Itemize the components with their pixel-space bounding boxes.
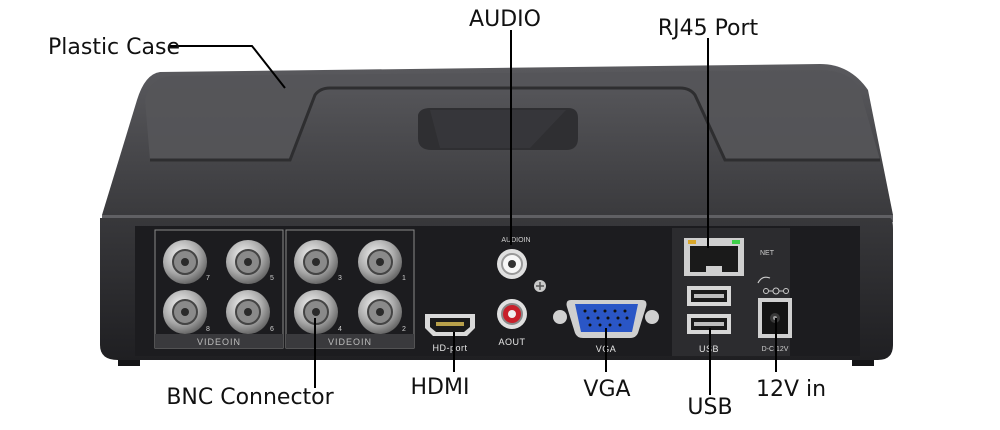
audioin-label: AUDIOIN bbox=[501, 237, 530, 244]
usb-port-top[interactable] bbox=[687, 286, 731, 306]
bnc-connector[interactable] bbox=[226, 240, 270, 284]
net-label: NET bbox=[760, 250, 775, 257]
plastic-case bbox=[102, 64, 893, 222]
usb-port-bottom[interactable] bbox=[687, 314, 731, 334]
audio-out-jack[interactable] bbox=[497, 299, 527, 329]
bnc-number: 3 bbox=[338, 275, 342, 282]
bnc-connector[interactable] bbox=[294, 240, 338, 284]
videoin-left-label: VIDEOIN bbox=[197, 337, 241, 347]
bnc-connector[interactable] bbox=[163, 240, 207, 284]
callout-vga: VGA bbox=[583, 377, 630, 402]
bnc-connector[interactable] bbox=[358, 290, 402, 334]
callout-plastic-case: Plastic Case bbox=[48, 35, 180, 60]
bnc-connector[interactable] bbox=[163, 290, 207, 334]
bnc-block: VIDEOIN VIDEOIN 7 5 3 1 8 6 4 2 bbox=[154, 229, 415, 349]
callout-usb: USB bbox=[687, 395, 732, 420]
bnc-connector[interactable] bbox=[294, 290, 338, 334]
hd-port-label: HD-port bbox=[432, 343, 467, 353]
bnc-number: 6 bbox=[270, 326, 274, 333]
bnc-number: 5 bbox=[270, 275, 274, 282]
bnc-number: 4 bbox=[338, 326, 342, 333]
rj45-port[interactable] bbox=[684, 238, 744, 276]
polarity-icon bbox=[757, 276, 789, 295]
bnc-number: 7 bbox=[206, 275, 210, 282]
audio-in-jack[interactable] bbox=[497, 249, 527, 279]
bnc-number: 8 bbox=[206, 326, 210, 333]
callout-hdmi: HDMI bbox=[411, 375, 470, 400]
callout-rj45: RJ45 Port bbox=[658, 16, 759, 41]
bnc-number: 1 bbox=[402, 275, 406, 282]
aout-label: AOUT bbox=[498, 337, 525, 347]
screw-icon bbox=[534, 280, 546, 292]
callout-lines bbox=[170, 30, 777, 395]
bnc-connector[interactable] bbox=[358, 240, 402, 284]
callout-bnc: BNC Connector bbox=[166, 385, 334, 410]
usb-panel-label: USB bbox=[699, 344, 719, 354]
hdmi-port[interactable] bbox=[425, 314, 475, 336]
callout-audio: AUDIO bbox=[469, 7, 541, 32]
vga-port[interactable] bbox=[553, 300, 659, 338]
videoin-right-label: VIDEOIN bbox=[328, 337, 372, 347]
bnc-connector[interactable] bbox=[226, 290, 270, 334]
callout-power: 12V in bbox=[756, 377, 826, 402]
bnc-number: 2 bbox=[402, 326, 406, 333]
